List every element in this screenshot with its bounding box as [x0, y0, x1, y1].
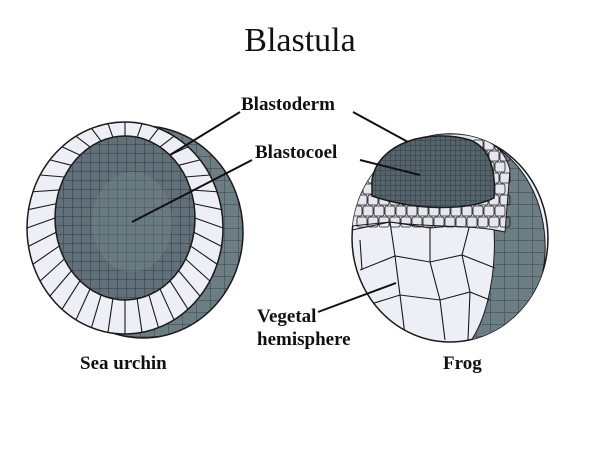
blastoderm-leader-frog: [352, 111, 409, 143]
frog-small-cell: [356, 216, 368, 228]
frog-small-cell: [352, 161, 363, 173]
sea-urchin-cell-wall: [107, 298, 114, 333]
sea-urchin-cell-wall: [159, 288, 175, 321]
sea-urchin-cell-wall: [75, 288, 91, 321]
frog-small-cell: [483, 205, 495, 217]
frog-small-cell: [362, 205, 374, 217]
sea-urchin-blastocoel: [54, 135, 196, 301]
vegetal-leader: [317, 282, 397, 313]
frog-small-cell: [352, 205, 363, 217]
sea-urchin-cell-wall: [28, 203, 57, 211]
label-blastocoel: Blastocoel: [255, 142, 337, 163]
sea-urchin-cell-wall: [61, 146, 81, 156]
blastocoel-leader-frog: [359, 159, 421, 176]
frog-small-cell: [477, 216, 489, 228]
sea-urchin-cell-wall: [39, 258, 65, 282]
frog-small-cell: [378, 216, 390, 228]
frog-small-cell: [488, 150, 500, 162]
sea-urchin-cell-wall: [49, 159, 72, 166]
sea-urchin-blastula: [26, 121, 244, 339]
sea-urchin-cell-wall: [194, 217, 224, 229]
frog-blastula: [351, 133, 549, 343]
frog-small-cell: [389, 216, 401, 228]
frog-small-cell: [494, 161, 506, 173]
sea-urchin-cell-wall: [159, 135, 175, 148]
sea-urchin-cell-wall: [185, 258, 211, 282]
frog-small-cell: [444, 216, 456, 228]
sea-urchin-cell-wall: [148, 128, 159, 142]
blastoderm-leader-urchin: [169, 111, 241, 156]
frog-small-cell: [488, 216, 500, 228]
sea-urchin-cell-wall: [136, 298, 143, 333]
sea-urchin-cell-wall: [185, 174, 210, 178]
frog-small-cell: [411, 216, 423, 228]
leader-lines: [131, 111, 421, 313]
frog-small-cell: [373, 139, 385, 151]
sea-urchin-cell-wall: [32, 245, 60, 265]
sea-urchin-cell-wall: [61, 280, 81, 310]
sea-urchin-cell-wall: [49, 270, 72, 297]
frog-small-cell: [373, 205, 385, 217]
sea-urchin-cell-wall: [193, 231, 222, 247]
frog-small-cell: [367, 150, 379, 162]
label-frog: Frog: [443, 353, 482, 374]
sea-urchin-cell-wall: [193, 203, 222, 211]
label-vegetal: Vegetal: [257, 306, 316, 327]
frog-small-cell: [499, 194, 511, 206]
sea-urchin-cell-walls: [26, 122, 224, 334]
sea-urchin-cell-wall: [90, 294, 102, 328]
frog-small-cell: [352, 139, 363, 151]
label-blastoderm: Blastoderm: [241, 94, 335, 115]
sea-urchin-cell-wall: [178, 159, 201, 166]
frog-small-cell: [466, 216, 478, 228]
frog-small-cell: [422, 216, 434, 228]
sea-urchin-cell-wall: [148, 294, 160, 328]
diagram-title: Blastula: [244, 22, 356, 59]
sea-urchin-cell-wall: [40, 174, 65, 178]
sea-urchin-cell-wall: [107, 123, 114, 138]
sea-urchin-cell-wall: [169, 280, 189, 310]
sea-urchin-cell-wall: [32, 189, 60, 193]
sea-urchin-cell-wall: [26, 217, 56, 229]
frog-small-cell: [352, 183, 363, 195]
sea-urchin-cell-wall: [178, 270, 201, 297]
frog-small-cell: [362, 139, 374, 151]
frog-small-cell: [472, 205, 484, 217]
label-sea-urchin: Sea urchin: [80, 353, 167, 374]
label-hemisphere: hemisphere: [257, 329, 351, 350]
frog-small-cell: [356, 172, 368, 184]
frog-small-cell: [400, 216, 412, 228]
frog-small-cell: [433, 216, 445, 228]
frog-small-cell: [395, 205, 407, 217]
frog-small-cell: [499, 172, 511, 184]
frog-small-cell: [367, 216, 379, 228]
sea-urchin-cell-wall: [136, 123, 143, 138]
frog-small-cell: [499, 216, 511, 228]
frog-blastocoel: [371, 135, 496, 209]
sea-urchin-cell-wall: [75, 135, 91, 148]
frog-small-cell: [455, 216, 467, 228]
frog-vegetal-hemisphere: [352, 221, 506, 341]
sea-urchin-cell-wall: [190, 245, 218, 265]
sea-urchin-cell-wall: [28, 231, 57, 247]
frog-small-cell: [494, 205, 506, 217]
frog-small-cell: [384, 205, 396, 217]
sea-urchin-cell-wall: [91, 128, 102, 142]
blastocoel-leader-urchin: [131, 159, 253, 223]
